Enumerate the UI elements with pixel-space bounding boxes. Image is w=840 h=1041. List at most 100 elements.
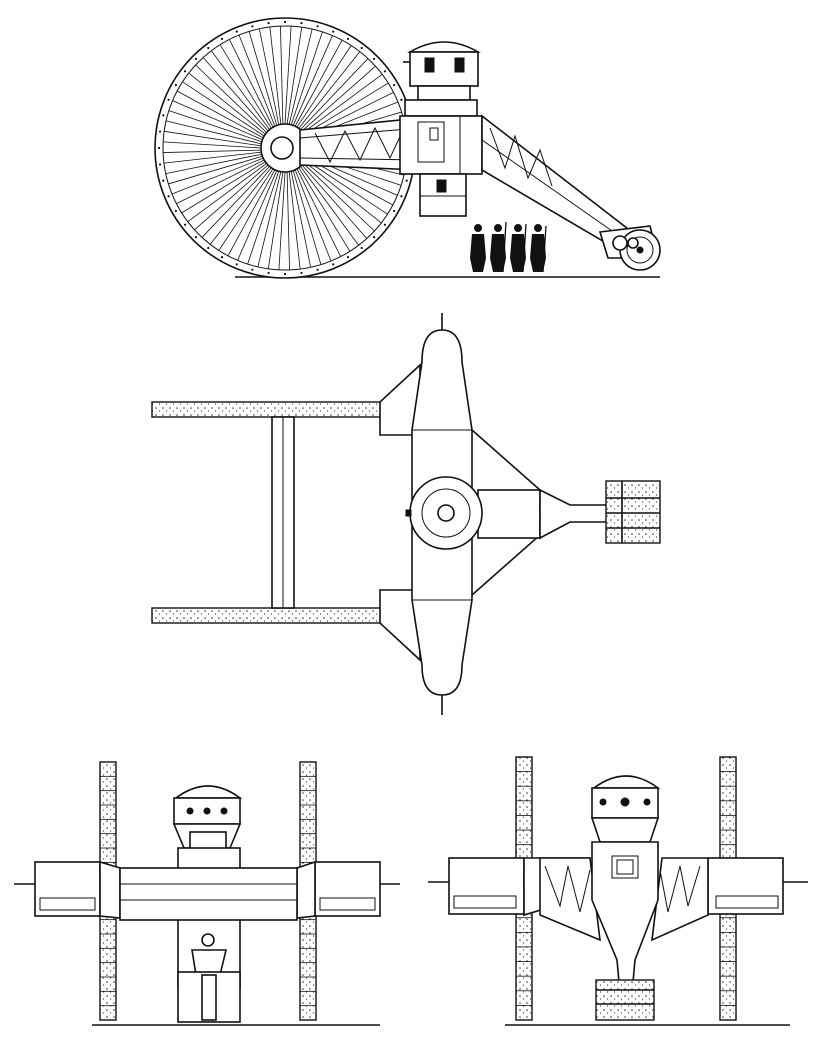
wheel-rim-dot bbox=[346, 37, 350, 40]
wheel-rim-dot bbox=[372, 235, 376, 239]
wheel-spoke bbox=[284, 26, 292, 125]
wheel-spoke bbox=[258, 28, 280, 125]
wheel-rim-dot bbox=[372, 57, 376, 61]
plan-lower-track bbox=[151, 607, 416, 624]
wheel-rim-dot bbox=[400, 195, 403, 198]
wheel-spoke bbox=[247, 171, 280, 265]
wheel-rim-dot bbox=[157, 146, 161, 150]
wheel-spoke bbox=[172, 100, 263, 141]
wheel-spoke bbox=[209, 167, 272, 245]
human-figure-head bbox=[514, 224, 522, 232]
front-right-pod bbox=[314, 861, 381, 917]
wheel-rim-dot bbox=[220, 37, 224, 40]
wheel-spoke bbox=[292, 35, 333, 126]
wheel-spoke bbox=[168, 110, 262, 143]
rear-elevation-view bbox=[428, 756, 808, 1026]
top-plan-view bbox=[151, 313, 661, 715]
wheel-spoke bbox=[171, 157, 264, 195]
wheel-spoke bbox=[227, 169, 276, 257]
side-rear-boom bbox=[481, 114, 661, 271]
wheel-spoke bbox=[294, 39, 343, 127]
human-figure-staff bbox=[542, 225, 547, 273]
wheel-rim-dot bbox=[405, 179, 408, 182]
wheel-rim-dot bbox=[183, 223, 187, 226]
wheel-spoke bbox=[195, 64, 267, 133]
wheel-rim-dot bbox=[251, 268, 254, 271]
wheel-spoke bbox=[176, 159, 265, 205]
wheel-spoke bbox=[300, 166, 359, 246]
wheel-rim-dot bbox=[300, 271, 303, 275]
wheel-spoke bbox=[288, 171, 301, 270]
wheel-rim-dot bbox=[251, 25, 254, 28]
wheel-rim-dot bbox=[207, 246, 210, 250]
wheel-spoke bbox=[187, 163, 267, 222]
wheel-spoke bbox=[228, 39, 274, 128]
wheel-rim-dot bbox=[162, 179, 165, 182]
wheel-rim-dot bbox=[158, 130, 162, 133]
human-figure-head bbox=[474, 224, 482, 232]
wheel-rim-dot bbox=[167, 195, 170, 198]
wheel-rim-dot bbox=[316, 268, 319, 271]
scale-human-figures bbox=[470, 221, 547, 273]
wheel-rim-dot bbox=[316, 25, 319, 28]
wheel-spoke bbox=[286, 27, 303, 125]
wheel-spoke bbox=[163, 151, 262, 164]
wheel-spoke bbox=[164, 130, 262, 147]
wheel-spoke bbox=[202, 57, 269, 132]
large-wheel-rim-dots bbox=[157, 20, 413, 276]
large-wheel-axle bbox=[270, 136, 294, 160]
wheel-spoke bbox=[237, 170, 278, 261]
wheel-rim-dot bbox=[332, 30, 335, 33]
wheel-rim-dot bbox=[267, 21, 270, 25]
wheel-rim-dot bbox=[393, 209, 396, 213]
plan-hub-block bbox=[477, 489, 541, 539]
wheel-spoke bbox=[292, 170, 322, 265]
plan-upper-track bbox=[151, 401, 416, 418]
wheel-spoke bbox=[290, 171, 312, 268]
wheel-spoke bbox=[286, 171, 290, 270]
wheel-spoke bbox=[181, 161, 266, 214]
rear-right-pod bbox=[707, 857, 784, 915]
wheel-spoke bbox=[301, 65, 376, 132]
wheel-spoke bbox=[294, 169, 332, 262]
wheel-spoke bbox=[298, 167, 351, 252]
plan-rear-bogie bbox=[605, 480, 661, 544]
wheel-spoke bbox=[188, 72, 266, 135]
wheel-spoke bbox=[165, 120, 262, 145]
wheel-rim-dot bbox=[300, 21, 303, 25]
wheel-rim-dot bbox=[162, 114, 165, 117]
wheel-rim-dot bbox=[174, 209, 177, 213]
wheel-spoke bbox=[163, 141, 262, 149]
wheel-rim-dot bbox=[383, 70, 387, 73]
wheel-spoke bbox=[163, 149, 262, 153]
wheel-spoke bbox=[303, 74, 383, 133]
human-figure-head bbox=[494, 224, 502, 232]
wheel-spoke bbox=[176, 90, 264, 139]
wheel-spoke bbox=[300, 58, 369, 130]
wheel-spoke bbox=[194, 164, 269, 231]
wheel-rim-dot bbox=[360, 246, 363, 250]
wheel-spoke bbox=[267, 171, 284, 269]
wheel-spoke bbox=[296, 168, 342, 257]
wheel-rim-dot bbox=[400, 98, 403, 101]
large-wheel bbox=[154, 17, 416, 279]
wheel-spoke bbox=[298, 51, 361, 129]
wheel-rim-dot bbox=[167, 98, 170, 101]
human-figure-body bbox=[470, 234, 486, 272]
human-figure-body bbox=[490, 234, 506, 272]
wheel-spoke bbox=[280, 26, 284, 125]
side-central-tower bbox=[399, 41, 483, 217]
wheel-spoke bbox=[248, 31, 278, 126]
wheel-rim-dot bbox=[183, 70, 187, 73]
front-elevation-view bbox=[14, 761, 400, 1026]
wheel-spoke bbox=[211, 50, 270, 130]
wheel-rim-dot bbox=[207, 46, 210, 50]
human-figure-body bbox=[530, 234, 546, 272]
wheel-rim-dot bbox=[194, 235, 198, 239]
wheel-rim-dot bbox=[235, 263, 238, 266]
human-figure-staff bbox=[522, 223, 527, 273]
wheel-spoke bbox=[218, 168, 274, 251]
human-figure-head bbox=[534, 224, 542, 232]
